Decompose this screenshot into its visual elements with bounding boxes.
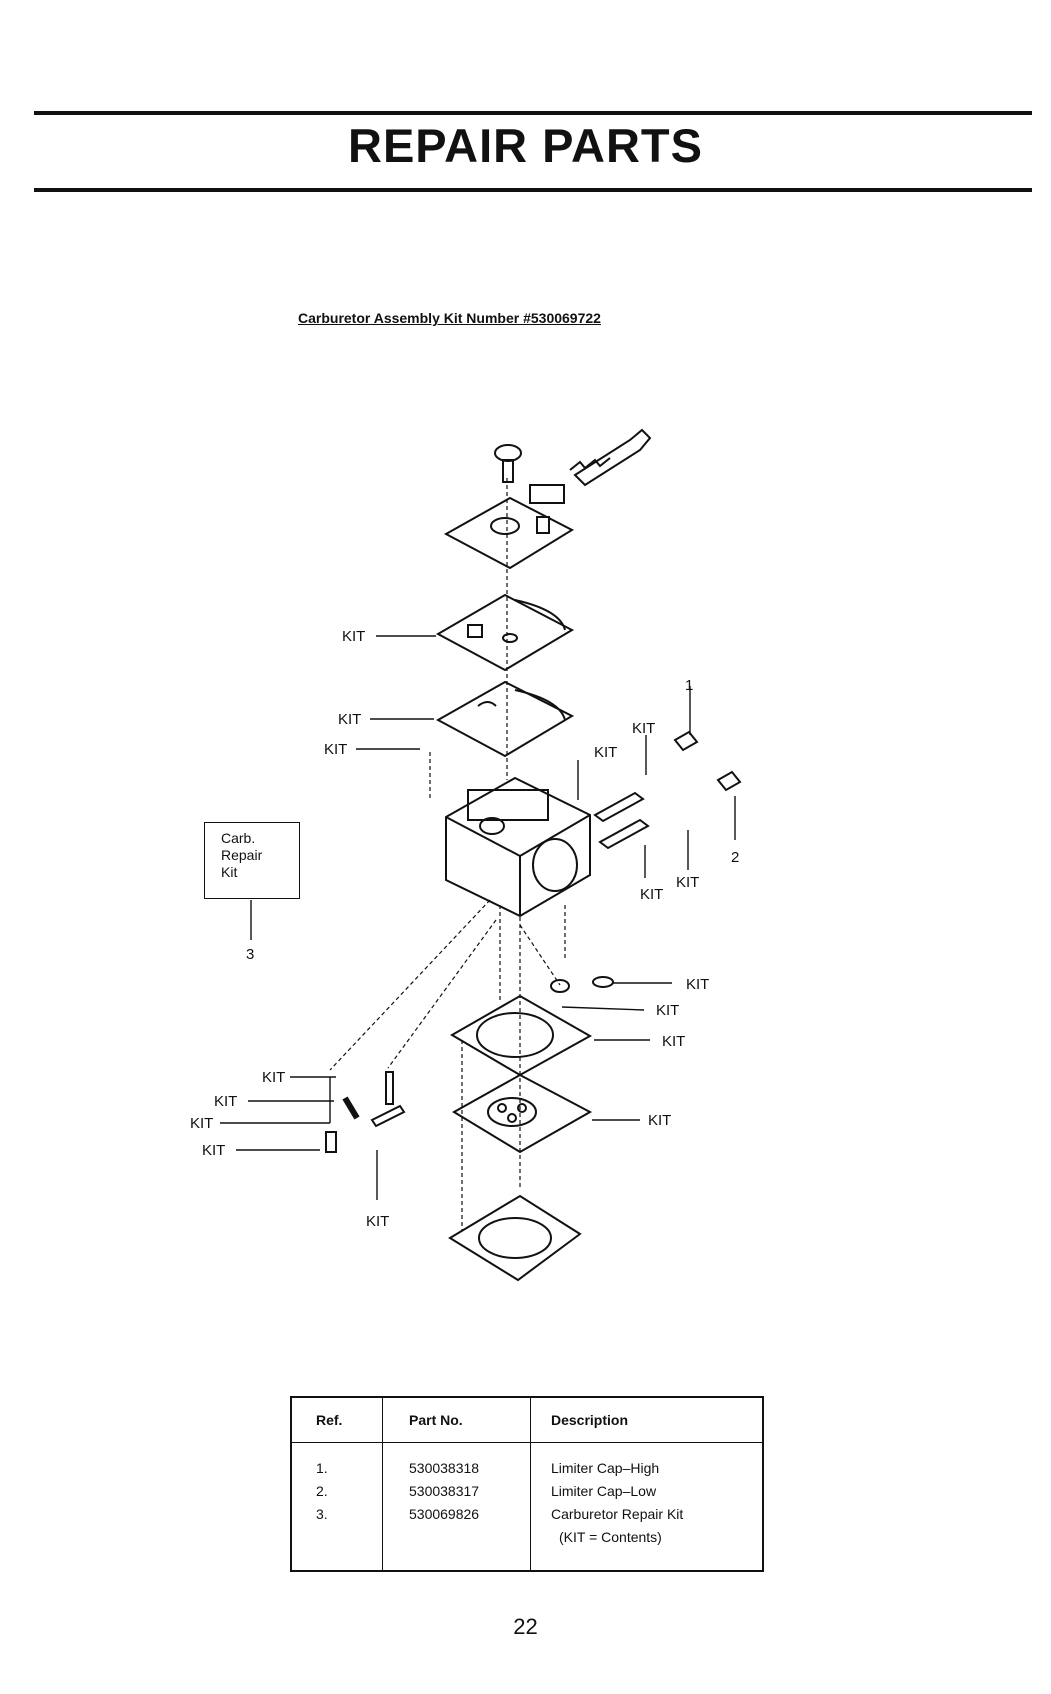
header-part-no: Part No. bbox=[383, 1397, 531, 1443]
adjust-screw bbox=[575, 430, 650, 485]
screw-shaft bbox=[503, 460, 513, 482]
kit-note: (KIT = Contents) bbox=[551, 1526, 761, 1549]
kit-label: KIT bbox=[662, 1033, 685, 1050]
part-cell: 530069826 bbox=[409, 1503, 529, 1526]
ref-cell: 2. bbox=[316, 1480, 381, 1503]
desc-cell: Limiter Cap–Low bbox=[551, 1480, 761, 1503]
kit-label: KIT bbox=[202, 1142, 225, 1159]
box-line: Kit bbox=[221, 864, 299, 881]
pump-gasket bbox=[438, 595, 572, 670]
part-cell: 530038318 bbox=[409, 1457, 529, 1480]
screw-head bbox=[495, 445, 521, 461]
kit-label: KIT bbox=[338, 711, 361, 728]
table-row: 1. 2. 3. 530038318 530038317 530069826 L… bbox=[291, 1443, 763, 1572]
callout-3: 3 bbox=[246, 946, 254, 963]
pump-diaphragm bbox=[438, 682, 572, 756]
parts-table: Ref. Part No. Description 1. 2. 3. 53003… bbox=[290, 1396, 764, 1572]
header-description: Description bbox=[531, 1397, 764, 1443]
metering-diaphragm bbox=[454, 1075, 590, 1152]
ref-cell: 1. bbox=[316, 1457, 381, 1480]
metering-cover bbox=[450, 1196, 580, 1280]
kit-label: KIT bbox=[640, 886, 663, 903]
desc-cell: Limiter Cap–High bbox=[551, 1457, 761, 1480]
kit-label: KIT bbox=[594, 744, 617, 761]
desc-cell: Carburetor Repair Kit bbox=[551, 1503, 761, 1526]
part-cell: 530038317 bbox=[409, 1480, 529, 1503]
table-header-row: Ref. Part No. Description bbox=[291, 1397, 763, 1443]
ref-cell: 3. bbox=[316, 1503, 381, 1526]
box-line: Repair bbox=[221, 847, 299, 864]
kit-label: KIT bbox=[676, 874, 699, 891]
callout-2: 2 bbox=[731, 849, 739, 866]
kit-label: KIT bbox=[262, 1069, 285, 1086]
kit-label: KIT bbox=[686, 976, 709, 993]
kit-label: KIT bbox=[656, 1002, 679, 1019]
header-ref: Ref. bbox=[291, 1397, 383, 1443]
seal-ring bbox=[551, 980, 569, 992]
callout-1: 1 bbox=[685, 677, 693, 694]
box-line: Carb. bbox=[221, 830, 299, 847]
kit-label: KIT bbox=[324, 741, 347, 758]
kit-label: KIT bbox=[632, 720, 655, 737]
kit-label: KIT bbox=[342, 628, 365, 645]
carb-repair-kit-box: Carb. Repair Kit bbox=[204, 822, 300, 899]
kit-label: KIT bbox=[190, 1115, 213, 1132]
kit-label: KIT bbox=[648, 1112, 671, 1129]
page-number: 22 bbox=[0, 1614, 1051, 1640]
kit-label: KIT bbox=[214, 1093, 237, 1110]
kit-label: KIT bbox=[366, 1213, 389, 1230]
